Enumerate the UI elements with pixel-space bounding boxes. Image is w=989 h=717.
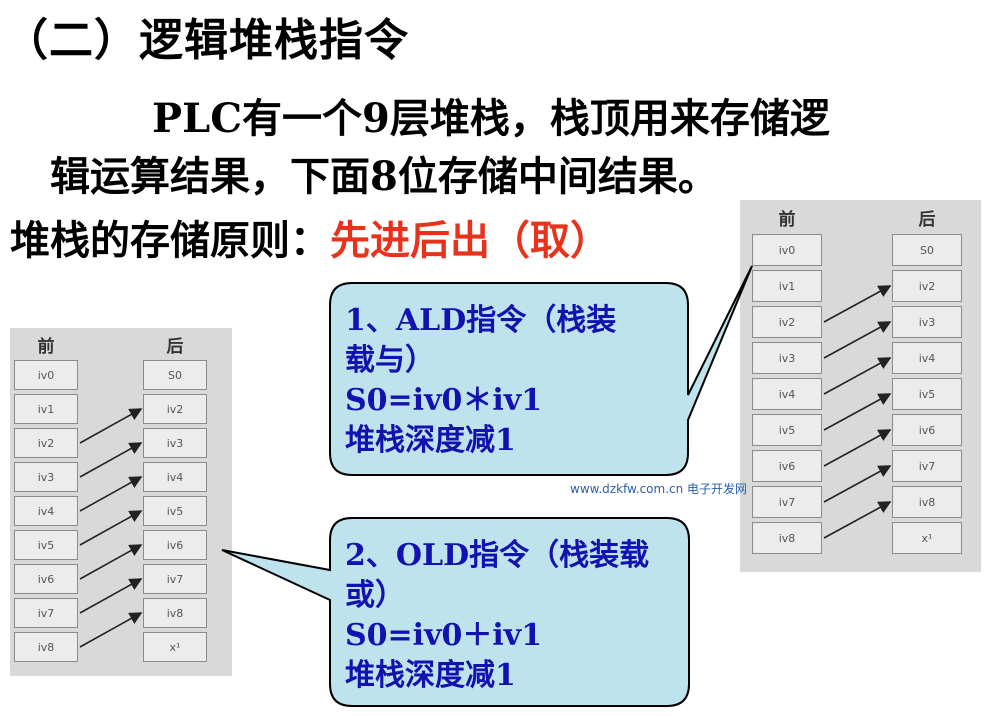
slide-heading: （二）逻辑堆栈指令: [4, 15, 409, 66]
stack-arrows: [79, 408, 143, 648]
stack-shift-arrow: [79, 578, 143, 614]
callout-ald-line-1: 1、ALD指令（栈装: [345, 303, 617, 338]
stack-cell-after: iv4: [143, 462, 207, 492]
callout-old-line-2: 或）: [345, 578, 405, 613]
stack-cell-after: iv6: [892, 414, 962, 446]
stack-diagram-right: 前 后 iv0 iv1 iv2 iv3 iv4 iv5 iv6 iv7 iv8 S0 iv2 iv3 iv4…: [740, 200, 981, 572]
stack-cell-before: iv2: [752, 306, 822, 338]
stack-arrows: [823, 285, 892, 539]
stack-cell-before: iv0: [14, 360, 78, 390]
callout-ald-bubble: [329, 265, 753, 476]
callout-ald-line-2: 载与）: [345, 343, 435, 378]
stack-cell-before: iv8: [14, 632, 78, 662]
stack-cell-before: iv0: [752, 234, 822, 266]
paragraph-line-2: 辑运算结果，下面8位存储中间结果。: [50, 153, 718, 200]
principle-value: 先进后出（取）: [330, 218, 610, 264]
stack-cell-after: iv5: [143, 496, 207, 526]
stack-cell-before: iv6: [14, 564, 78, 594]
stack-cell-after: iv8: [892, 486, 962, 518]
stack-cell-after: iv7: [892, 450, 962, 482]
stack-shift-arrow: [79, 544, 143, 580]
stack-cell-after: x¹: [892, 522, 962, 554]
stack-cell-after: iv2: [143, 394, 207, 424]
stack-cell-before: iv8: [752, 522, 822, 554]
callout-old-line-4: 堆栈深度减1: [345, 658, 516, 693]
stack-cell-after: iv7: [143, 564, 207, 594]
stack-cell-after: iv3: [143, 428, 207, 458]
stack-cell-after: S0: [892, 234, 962, 266]
callout-ald-line-4: 堆栈深度减1: [345, 423, 516, 458]
callout-ald-text: 1、ALD指令（栈装 载与） S0=iv0＊iv1 堆栈深度减1: [345, 301, 616, 461]
paragraph-line-1: PLC有一个9层堆栈，栈顶用来存储逻: [152, 95, 830, 142]
stack-shift-arrow: [823, 285, 892, 323]
stack-cell-before: iv1: [752, 270, 822, 302]
callout-ald-line-3: S0=iv0＊iv1: [345, 383, 543, 418]
stack-cell-before: iv1: [14, 394, 78, 424]
stack-cell-before: iv5: [752, 414, 822, 446]
stack-shift-arrow: [823, 501, 892, 539]
watermark: www.dzkfw.com.cn 电子开发网: [570, 482, 748, 496]
stack-cell-before: iv2: [14, 428, 78, 458]
stack-column-header-before: 前: [778, 210, 796, 230]
stack-cell-after: iv5: [892, 378, 962, 410]
callout-old-text: 2、OLD指令（栈装载 或） S0=iv0＋iv1 堆栈深度减1: [345, 536, 649, 696]
stack-cell-after: iv6: [143, 530, 207, 560]
stack-shift-arrow: [79, 408, 143, 444]
stack-column-header-after: 后: [918, 210, 936, 230]
stack-shift-arrow: [823, 465, 892, 503]
stack-cell-after: iv2: [892, 270, 962, 302]
callout-old-line-1: 2、OLD指令（栈装载: [345, 538, 650, 573]
stack-cell-before: iv4: [14, 496, 78, 526]
stack-cell-before: iv7: [752, 486, 822, 518]
callout-old-bubble: [221, 517, 690, 707]
callout-old-line-3: S0=iv0＋iv1: [345, 618, 543, 653]
stack-shift-arrow: [79, 612, 143, 648]
stack-cell-after: iv3: [892, 306, 962, 338]
stack-cell-after: x¹: [143, 632, 207, 662]
stack-cell-before: iv5: [14, 530, 78, 560]
stack-shift-arrow: [823, 393, 892, 431]
stack-cell-before: iv3: [14, 462, 78, 492]
stack-principle: 堆栈的存储原则：先进后出（取）: [10, 208, 610, 266]
stack-shift-arrow: [79, 476, 143, 512]
principle-label: 堆栈的存储原则：: [10, 218, 330, 264]
stack-cell-before: iv6: [752, 450, 822, 482]
stack-shift-arrow: [79, 510, 143, 546]
stack-column-header-after: 后: [166, 337, 184, 357]
stack-cell-before: iv3: [752, 342, 822, 374]
stack-cell-after: iv4: [892, 342, 962, 374]
stack-diagram-left: 前 后 iv0 iv1 iv2 iv3 iv4 iv5 iv6 iv7 iv8 S0 iv2 iv3 iv4…: [10, 328, 232, 676]
stack-shift-arrow: [79, 442, 143, 478]
stack-column-header-before: 前: [37, 337, 55, 357]
stack-shift-arrow: [823, 357, 892, 395]
stack-shift-arrow: [823, 429, 892, 467]
stack-shift-arrow: [823, 321, 892, 359]
stack-cell-after: iv8: [143, 598, 207, 628]
stack-cell-after: S0: [143, 360, 207, 390]
stack-cell-before: iv4: [752, 378, 822, 410]
stack-cell-before: iv7: [14, 598, 78, 628]
